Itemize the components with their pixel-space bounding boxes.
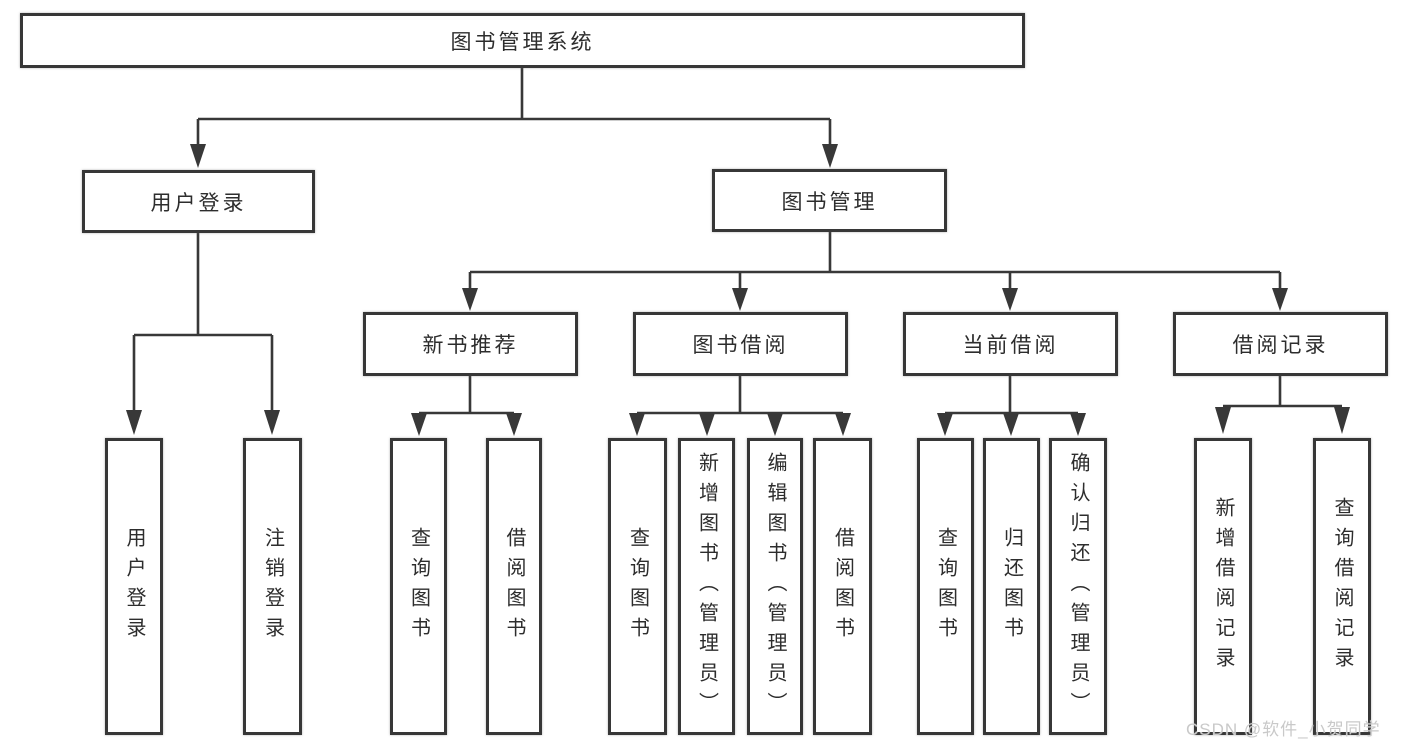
node-user-login: 用户登录 [82, 170, 315, 233]
connector-root-to-level2 [190, 68, 838, 168]
node-current-borrow: 当前借阅 [903, 312, 1118, 376]
node-new-book-recommend-label: 新书推荐 [422, 334, 519, 357]
connector-new-book-recommend-to-leaves [411, 376, 522, 436]
connector-book-management-to-level3 [462, 232, 1288, 311]
leaf-edit-books-admin-label: 编辑图书（管理员） [764, 451, 786, 722]
leaf-query-borrow-record-label: 查询借阅记录 [1331, 496, 1353, 677]
node-root-label: 图书管理系统 [450, 30, 595, 54]
leaf-borrow-books: 借阅图书 [813, 438, 872, 735]
node-borrow-records: 借阅记录 [1173, 312, 1388, 376]
leaf-user-login: 用户登录 [105, 438, 163, 735]
node-new-book-recommend: 新书推荐 [363, 312, 578, 376]
watermark: CSDN @软件_小贺同学 [1186, 720, 1381, 739]
node-current-borrow-label: 当前借阅 [962, 334, 1059, 357]
connector-current-borrow-to-leaves [937, 376, 1086, 436]
leaf-return-books-label: 归还图书 [1000, 526, 1023, 647]
leaf-logout: 注销登录 [243, 438, 302, 735]
leaf-query-books-recommend-label: 查询图书 [407, 526, 430, 647]
leaf-logout-label: 注销登录 [261, 526, 284, 647]
leaf-add-books-admin-label: 新增图书（管理员） [695, 451, 718, 722]
leaf-query-books-current-label: 查询图书 [934, 526, 957, 647]
node-user-login-label: 用户登录 [150, 191, 247, 215]
node-book-management-label: 图书管理 [781, 190, 878, 214]
leaf-confirm-return-admin: 确认归还（管理员） [1049, 438, 1107, 735]
leaf-borrow-books-recommend-label: 借阅图书 [503, 526, 525, 647]
leaf-edit-books-admin: 编辑图书（管理员） [747, 438, 803, 735]
node-book-borrow-label: 图书借阅 [692, 334, 789, 357]
leaf-add-borrow-record-label: 新增借阅记录 [1212, 496, 1234, 677]
node-root: 图书管理系统 [20, 13, 1025, 68]
connector-user-login-to-leaves [126, 233, 280, 435]
leaf-query-books-borrow-label: 查询图书 [626, 526, 649, 647]
leaf-query-books-borrow: 查询图书 [608, 438, 667, 735]
leaf-query-books-current: 查询图书 [917, 438, 974, 735]
leaf-borrow-books-recommend: 借阅图书 [486, 438, 542, 735]
node-book-borrow: 图书借阅 [633, 312, 848, 376]
leaf-add-borrow-record: 新增借阅记录 [1194, 438, 1252, 735]
node-book-management: 图书管理 [712, 169, 947, 232]
connector-borrow-records-to-leaves [1215, 376, 1350, 434]
leaf-query-books-recommend: 查询图书 [390, 438, 447, 735]
leaf-query-borrow-record: 查询借阅记录 [1313, 438, 1371, 735]
leaf-borrow-books-label: 借阅图书 [831, 526, 854, 647]
leaf-return-books: 归还图书 [983, 438, 1040, 735]
leaf-user-login-label: 用户登录 [123, 526, 145, 647]
leaf-confirm-return-admin-label: 确认归还（管理员） [1067, 451, 1089, 722]
leaf-add-books-admin: 新增图书（管理员） [678, 438, 735, 735]
node-borrow-records-label: 借阅记录 [1232, 334, 1329, 357]
connector-book-borrow-to-leaves [629, 376, 851, 436]
